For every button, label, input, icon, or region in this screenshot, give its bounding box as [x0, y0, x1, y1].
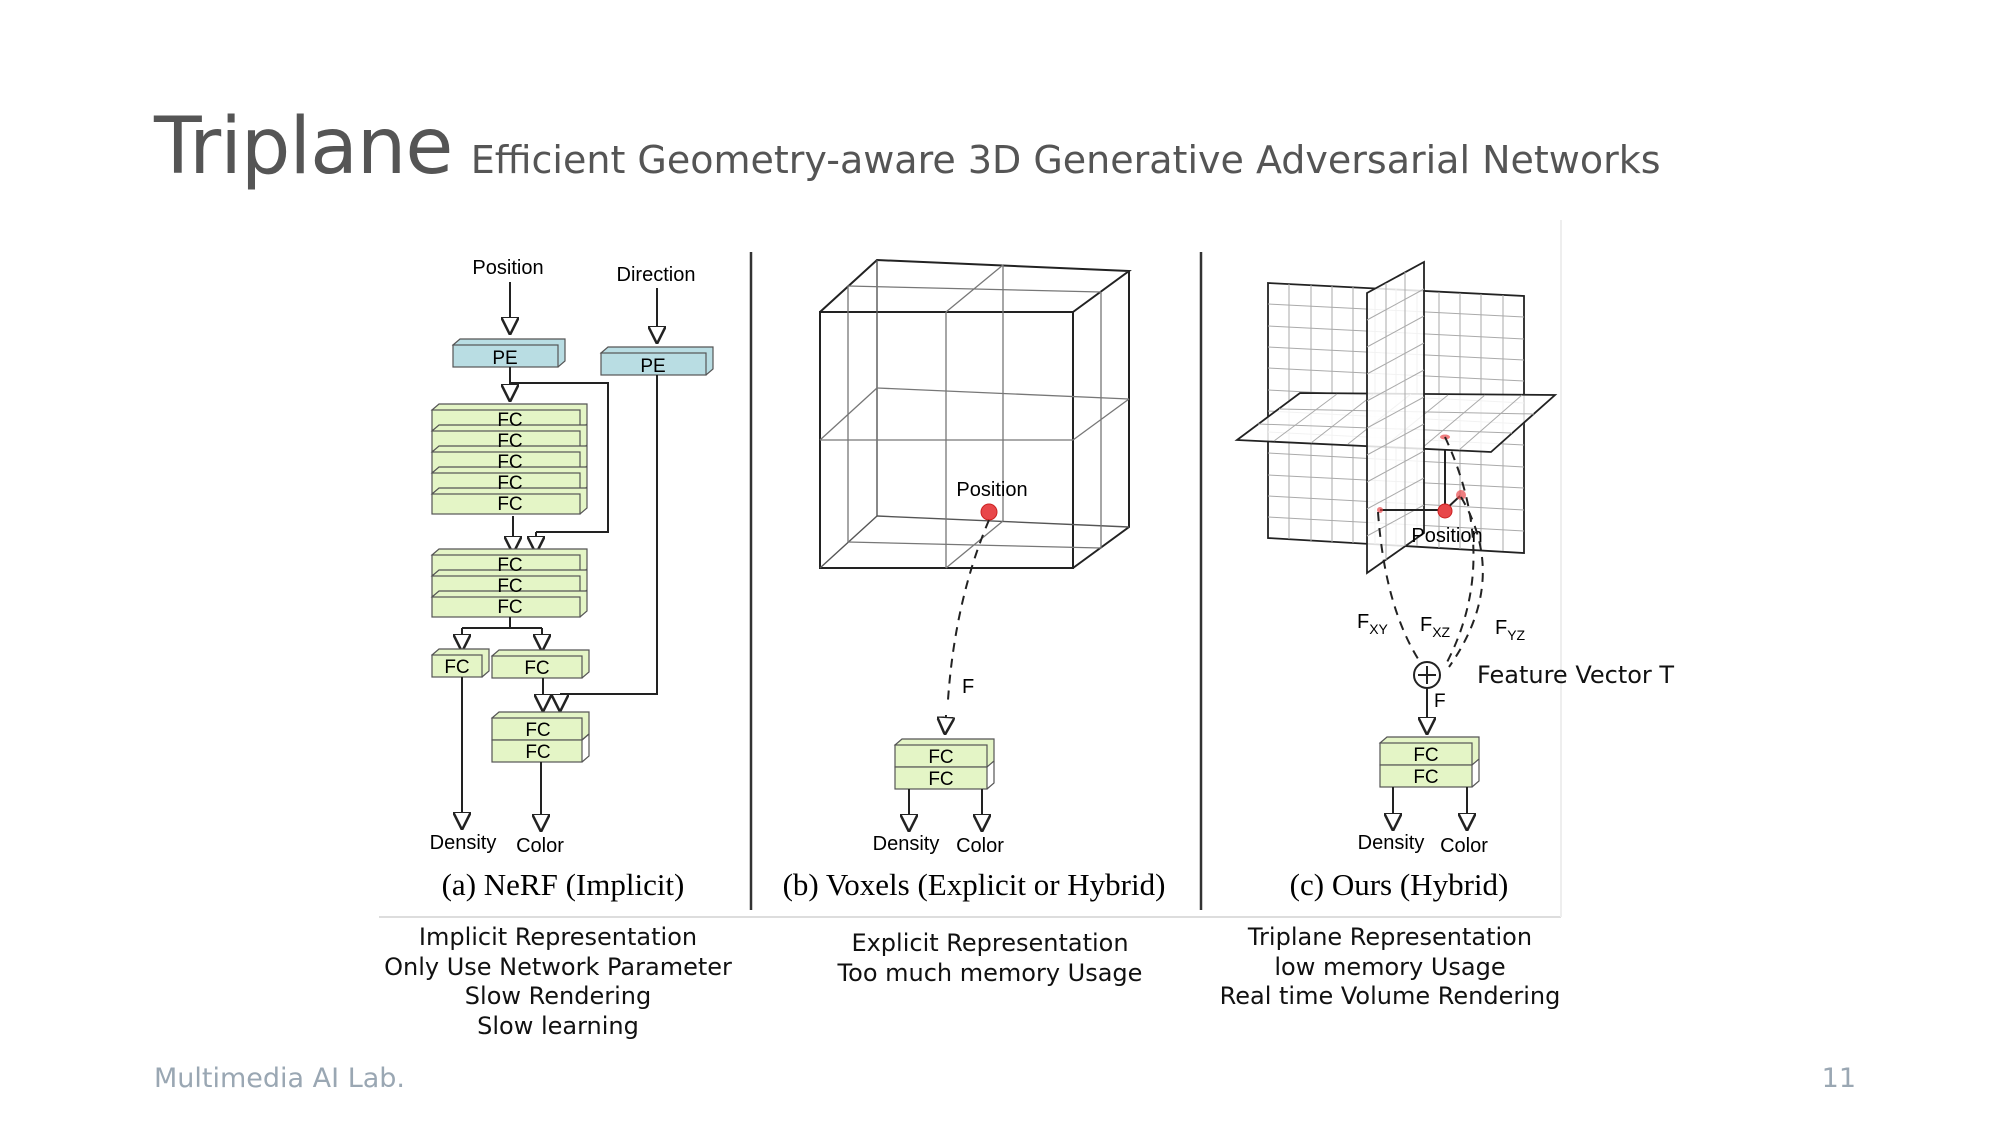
voxel-density-label: Density [873, 833, 940, 855]
voxel-feature-arrow [945, 714, 946, 733]
nerf-fc-stack-final: FC FC [490, 711, 590, 763]
triplane-feature-vector-label: Feature Vector T [1477, 661, 1674, 689]
nerf-direction-label: Direction [617, 264, 696, 286]
caption-line: Triplane Representation [1247, 923, 1533, 951]
slide-title-row: Triplane Efficient Geometry-aware 3D Gen… [154, 102, 1661, 192]
nerf-fc-label: FC [525, 742, 550, 763]
caption-line: Real time Volume Rendering [1219, 982, 1561, 1010]
nerf-fc-label: FC [497, 473, 522, 494]
voxel-fc-label: FC [928, 769, 953, 790]
voxels-caption-block: Explicit Representation Too much memory … [830, 929, 1150, 988]
nerf-pe-label-2: PE [640, 356, 665, 377]
nerf-caption-block: Implicit Representation Only Use Network… [380, 923, 736, 1041]
nerf-pe-label-1: PE [492, 348, 517, 369]
triplane-position-point [1437, 503, 1453, 519]
caption-line: Slow learning [477, 1011, 639, 1040]
triplane-color-label: Color [1440, 835, 1488, 857]
voxels-panel: Position F FC FC Density Color (b) Voxel… [783, 258, 1166, 902]
voxel-color-label: Color [956, 835, 1004, 857]
triplane-panel-caption: (c) Ours (Hybrid) [1290, 867, 1509, 902]
triplane-position-label: Position [1411, 525, 1482, 547]
nerf-color-label: Color [516, 835, 564, 857]
nerf-fc-label: FC [497, 410, 522, 431]
triplane-dashed-feature-paths [1377, 436, 1484, 668]
caption-line: low memory Usage [1274, 952, 1506, 981]
nerf-fc-stack-2: FC FC FC [431, 548, 588, 618]
slide-title: Triplane [154, 102, 453, 192]
nerf-fc-label: FC [497, 555, 522, 576]
voxels-panel-caption: (b) Voxels (Explicit or Hybrid) [783, 867, 1166, 902]
nerf-density-label: Density [430, 832, 497, 854]
page-number: 11 [1821, 1063, 1856, 1094]
triplane-yz-plane [1366, 260, 1425, 575]
nerf-fc-small-right: FC [490, 649, 590, 679]
voxel-fc-stack: FC FC [893, 738, 995, 790]
nerf-fc-label: FC [497, 576, 522, 597]
footer-lab-name: Multimedia AI Lab. [154, 1063, 406, 1094]
triplane-caption-block: Triplane Representation low memory Usage… [1215, 923, 1565, 1012]
nerf-direction-path [560, 375, 658, 695]
triplane-projection-point-xy [1377, 507, 1383, 513]
voxel-fc-label: FC [928, 747, 953, 768]
nerf-fc-small-left: FC [430, 648, 490, 678]
voxel-feature-dashed-path [947, 519, 990, 701]
triplane-fxz-label: FXZ [1420, 614, 1451, 640]
voxel-grid-lines [819, 264, 1130, 569]
triplane-fxy-label: FXY [1357, 611, 1389, 637]
nerf-panel-caption: (a) NeRF (Implicit) [442, 867, 685, 902]
nerf-fc-label: FC [497, 597, 522, 618]
nerf-fc-label: FC [497, 431, 522, 452]
nerf-panel: Position Direction PE PE FC FC FC [430, 257, 714, 902]
nerf-fc-label: FC [497, 494, 522, 515]
triplane-panel: Position FXY FXZ FYZ Feature Vector T F … [1234, 260, 1674, 902]
nerf-fc-stack-1: FC FC FC FC FC [431, 403, 588, 515]
caption-line: Implicit Representation [418, 923, 698, 951]
caption-line: Only Use Network Parameter [384, 952, 732, 981]
voxel-f-label: F [962, 676, 974, 698]
nerf-pe-block-2: PE [599, 346, 714, 377]
voxel-cube [819, 258, 1132, 569]
nerf-fc-label: FC [524, 658, 549, 679]
triplane-fyz-label: FYZ [1495, 617, 1526, 643]
triplane-fc-label: FC [1413, 767, 1438, 788]
triplane-fc-label: FC [1413, 745, 1438, 766]
nerf-fc-label: FC [444, 657, 469, 678]
nerf-skip-connection [510, 382, 609, 533]
slide-subtitle: Efficient Geometry-aware 3D Generative A… [470, 138, 1661, 182]
caption-line: Too much memory Usage [837, 958, 1143, 987]
triplane-fc-stack: FC FC [1378, 736, 1480, 788]
caption-line: Explicit Representation [851, 929, 1129, 957]
triplane-projection-point-yz [1456, 490, 1466, 500]
nerf-pe-block-1: PE [451, 338, 566, 369]
nerf-fc-label: FC [525, 720, 550, 741]
voxel-position-label: Position [956, 479, 1027, 501]
nerf-fc-label: FC [497, 452, 522, 473]
voxel-position-point [980, 503, 998, 521]
caption-line: Slow Rendering [464, 982, 652, 1010]
nerf-position-label: Position [472, 257, 543, 279]
triplane-density-label: Density [1358, 832, 1425, 854]
triplane-f-label: F [1434, 691, 1446, 712]
